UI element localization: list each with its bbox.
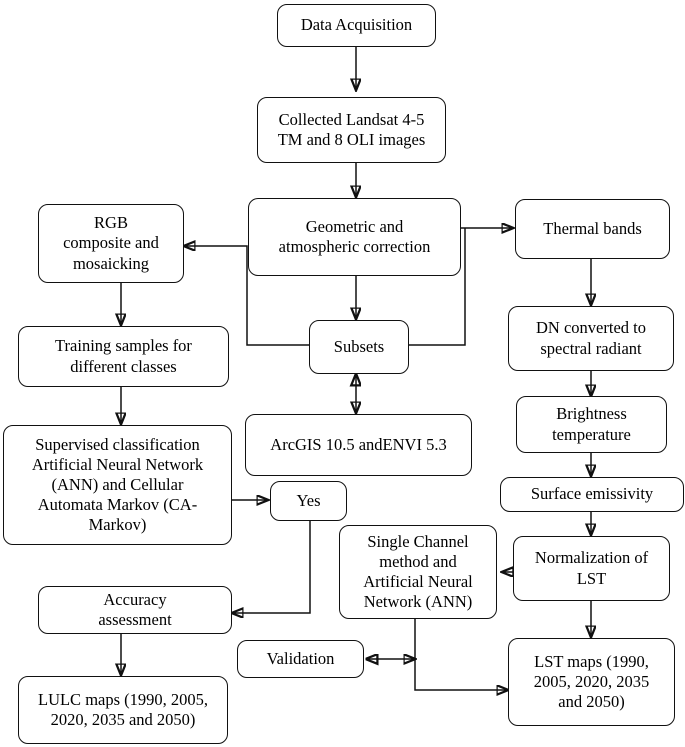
node-lst-maps[interactable]: LST maps (1990, 2005, 2020, 2035 and 205… xyxy=(508,638,675,726)
node-brightness-temperature[interactable]: Brightness temperature xyxy=(516,396,667,453)
edge-singlechannel-to-lstmaps xyxy=(414,619,508,690)
node-geometric-correction[interactable]: Geometric and atmospheric correction xyxy=(248,198,461,276)
node-thermal-bands[interactable]: Thermal bands xyxy=(515,199,670,259)
node-data-acquisition[interactable]: Data Acquisition xyxy=(277,4,436,47)
edge-yes-to-accuracy xyxy=(232,521,311,613)
node-supervised-classification[interactable]: Supervised classification Artificial Neu… xyxy=(3,425,232,545)
node-collected-landsat[interactable]: Collected Landsat 4-5 TM and 8 OLI image… xyxy=(257,97,446,163)
node-normalization-lst[interactable]: Normalization of LST xyxy=(513,536,670,601)
node-yes[interactable]: Yes xyxy=(270,481,347,521)
node-surface-emissivity[interactable]: Surface emissivity xyxy=(500,477,684,512)
node-dn-converted[interactable]: DN converted to spectral radiant xyxy=(508,306,674,371)
node-arcgis-envi[interactable]: ArcGIS 10.5 andENVI 5.3 xyxy=(245,414,472,476)
node-lulc-maps[interactable]: LULC maps (1990, 2005, 2020, 2035 and 20… xyxy=(18,676,228,744)
node-subsets[interactable]: Subsets xyxy=(309,320,409,374)
node-validation[interactable]: Validation xyxy=(237,640,364,678)
edge-subsets-to-rgb xyxy=(184,246,309,346)
node-training-samples[interactable]: Training samples for different classes xyxy=(18,326,229,387)
node-accuracy-assessment[interactable]: Accuracy assessment xyxy=(38,586,232,634)
node-single-channel[interactable]: Single Channel method and Artificial Neu… xyxy=(339,525,497,619)
edge-subsets-to-right-column xyxy=(409,228,466,346)
node-rgb-composite[interactable]: RGB composite and mosaicking xyxy=(38,204,184,283)
